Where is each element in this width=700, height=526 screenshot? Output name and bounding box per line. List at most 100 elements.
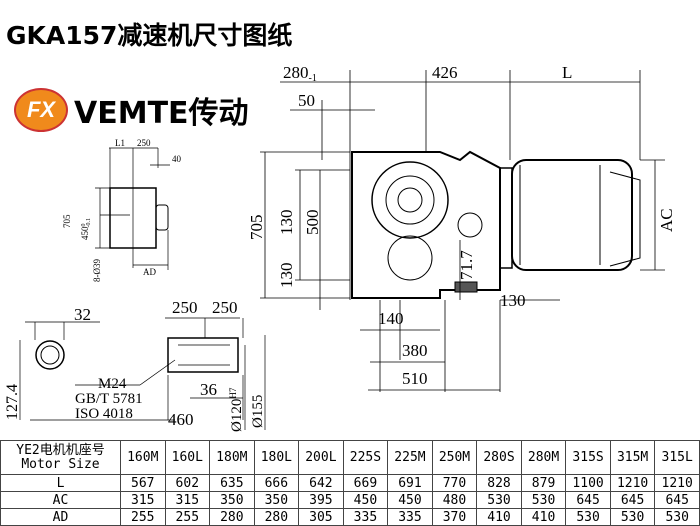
- table-cell: 450: [342, 491, 389, 509]
- header-size: 225S: [342, 440, 389, 475]
- table-cell: 645: [565, 491, 611, 509]
- table-cell: 480: [431, 491, 478, 509]
- dim-140: 140: [378, 309, 404, 328]
- dim-280: 280: [283, 63, 309, 82]
- table-cell: 395: [298, 491, 344, 509]
- table-cell: 315: [164, 491, 211, 509]
- table-cell: 410: [520, 508, 567, 526]
- table-cell: 255: [120, 508, 166, 526]
- dimension-drawing: 280-1 426 L 50 705 130 500 130 71.7 130 …: [4, 63, 676, 432]
- row-label: L: [0, 474, 121, 492]
- table-cell: 530: [565, 508, 611, 526]
- table-cell: 315: [120, 491, 166, 509]
- table-cell: 645: [609, 491, 656, 509]
- dim-L: L: [562, 63, 572, 82]
- table-cell: 645: [654, 491, 700, 509]
- table-cell: 635: [209, 474, 255, 492]
- header-size: 250M: [431, 440, 478, 475]
- table-cell: 280: [209, 508, 255, 526]
- table-cell: 335: [387, 508, 433, 526]
- shaft-d155: Ø155: [250, 395, 266, 428]
- table-cell: 530: [520, 491, 567, 509]
- header-size: 180M: [209, 440, 255, 475]
- dim-510: 510: [402, 369, 428, 388]
- shaft-fit: H7: [228, 387, 238, 398]
- shaft-127-4: 127.4: [4, 384, 21, 420]
- header-size: 280M: [520, 440, 567, 475]
- header-size: 160M: [120, 440, 166, 475]
- row-label: AC: [0, 491, 121, 509]
- header-size: 180L: [253, 440, 300, 475]
- header-size: 315S: [565, 440, 611, 475]
- shaft-460: 460: [168, 410, 194, 429]
- gearbox-side-view: [95, 147, 170, 270]
- side-40: 40: [172, 154, 182, 164]
- dim-380: 380: [402, 341, 428, 360]
- dim-71-7: 71.7: [457, 250, 476, 280]
- header-size: 280S: [476, 440, 522, 475]
- header-size: 160L: [164, 440, 211, 475]
- table-cell: 280: [253, 508, 300, 526]
- table-cell: 666: [253, 474, 300, 492]
- table-cell: 410: [476, 508, 522, 526]
- header-size: 225M: [387, 440, 433, 475]
- dim-50: 50: [298, 91, 315, 110]
- table-cell: 530: [609, 508, 656, 526]
- table-cell: 828: [476, 474, 522, 492]
- table-cell: 1210: [609, 474, 656, 492]
- gearbox-main-view: [351, 150, 641, 299]
- bolt-gbt: GB/T 5781: [75, 391, 143, 407]
- header-en: Motor Size: [21, 456, 100, 472]
- dim-130-top: 130: [277, 210, 296, 236]
- table-cell: 669: [342, 474, 389, 492]
- shaft-250a: 250: [172, 298, 198, 317]
- main-dimension-lines: [260, 70, 665, 392]
- bolt-m24: M24: [98, 376, 127, 392]
- table-cell: 530: [654, 508, 700, 526]
- hollow-shaft-view: [19, 317, 266, 430]
- logo: FX VEMTE传动: [14, 88, 249, 132]
- table-cell: 691: [387, 474, 433, 492]
- side-250: 250: [137, 138, 151, 148]
- svg-text:Ø120H7: Ø120H7: [228, 387, 245, 432]
- table-cell: 879: [520, 474, 567, 492]
- table-cell: 255: [164, 508, 211, 526]
- header-cn: YE2电机机座号: [16, 442, 105, 458]
- page-title: GKA157减速机尺寸图纸: [6, 21, 293, 50]
- table-cell: 642: [298, 474, 344, 492]
- table-cell: 602: [164, 474, 211, 492]
- dim-280-tol: -1: [309, 73, 317, 84]
- table-cell: 530: [476, 491, 522, 509]
- side-L1: L1: [115, 138, 125, 148]
- logo-mark: FX: [14, 88, 68, 132]
- side-450: 450: [80, 226, 90, 240]
- table-cell: 335: [342, 508, 389, 526]
- dim-130-bottom: 130: [277, 263, 296, 289]
- table-cell: 350: [209, 491, 255, 509]
- svg-text:280-1: 280-1: [283, 63, 317, 84]
- dim-AC: AC: [657, 208, 676, 232]
- table-cell: 370: [431, 508, 478, 526]
- side-tol-up: 0: [81, 224, 87, 227]
- bolt-iso: ISO 4018: [75, 406, 133, 422]
- dim-426: 426: [432, 63, 458, 82]
- dim-500: 500: [303, 210, 322, 236]
- side-705: 705: [62, 214, 72, 228]
- table-cell: 1100: [565, 474, 611, 492]
- table-cell: 305: [298, 508, 344, 526]
- side-hole: 8-Ø39: [92, 259, 102, 282]
- shaft-36: 36: [200, 380, 217, 399]
- table-cell: 350: [253, 491, 300, 509]
- table-cell: 567: [120, 474, 166, 492]
- side-AD: AD: [143, 267, 156, 277]
- table-cell: 450: [387, 491, 433, 509]
- table-cell: 1210: [654, 474, 700, 492]
- svg-text:4500-0.1: 4500-0.1: [80, 218, 92, 240]
- brand-name: VEMTE传动: [74, 96, 249, 131]
